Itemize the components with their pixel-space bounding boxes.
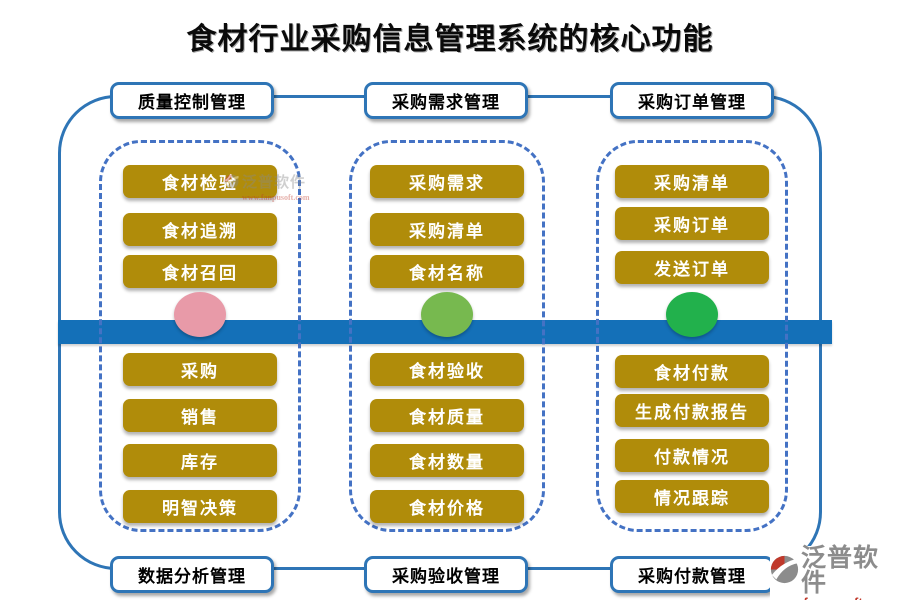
button-food-inspection: 食材检验 xyxy=(123,165,277,198)
page-title: 食材行业采购信息管理系统的核心功能 xyxy=(186,23,714,56)
connector-ellipse-purchase-demand xyxy=(421,292,473,337)
footer-url-text: www.fanpusoft.com xyxy=(770,596,900,600)
section-label-purchase-acceptance-management: 采购验收管理 xyxy=(364,556,528,593)
section-label-purchase-payment-management: 采购付款管理 xyxy=(610,556,774,593)
button-purchase-list: 采购清单 xyxy=(370,213,524,246)
button-food-payment: 食材付款 xyxy=(615,355,769,388)
button-sales: 销售 xyxy=(123,399,277,432)
column-box-purchase-demand: 采购需求 采购清单 食材名称 食材验收 食材质量 食材数量 食材价格 xyxy=(349,140,545,532)
footer-brand-text: 泛普软件 xyxy=(801,544,880,597)
section-label-purchase-demand-management: 采购需求管理 xyxy=(364,82,528,119)
button-food-quality: 食材质量 xyxy=(370,399,524,432)
button-inventory: 库存 xyxy=(123,444,277,477)
fanpu-watermark-logo-icon xyxy=(224,174,239,193)
connector-ellipse-quality-control xyxy=(174,292,226,337)
section-label-data-analysis-management: 数据分析管理 xyxy=(110,556,274,593)
watermark-url-text: www.fanpusoft.com xyxy=(242,193,310,202)
column-box-purchase-order: 采购清单 采购订单 发送订单 食材付款 生成付款报告 付款情况 情况跟踪 xyxy=(596,140,788,532)
button-purchase-order: 采购订单 xyxy=(615,207,769,240)
connector-ellipse-purchase-order xyxy=(666,292,718,337)
button-purchase-demand: 采购需求 xyxy=(370,165,524,198)
button-food-traceability: 食材追溯 xyxy=(123,213,277,246)
button-payment-status: 付款情况 xyxy=(615,439,769,472)
button-food-quantity: 食材数量 xyxy=(370,444,524,477)
button-smart-decision: 明智决策 xyxy=(123,490,277,523)
button-procurement: 采购 xyxy=(123,353,277,386)
button-food-recall: 食材召回 xyxy=(123,255,277,288)
button-food-price: 食材价格 xyxy=(370,490,524,523)
button-generate-payment-report: 生成付款报告 xyxy=(615,394,769,427)
button-food-acceptance: 食材验收 xyxy=(370,353,524,386)
watermark-brand-text: 泛普软件 xyxy=(242,175,307,191)
button-food-name: 食材名称 xyxy=(370,255,524,288)
watermark: 泛普软件 www.fanpusoft.com xyxy=(224,174,310,202)
button-purchase-list-2: 采购清单 xyxy=(615,165,769,198)
section-label-quality-control-management: 质量控制管理 xyxy=(110,82,274,119)
footer-logo: 泛普软件 www.fanpusoft.com xyxy=(770,546,900,600)
column-box-quality-control: 食材检验 食材追溯 食材召回 采购 销售 库存 明智决策 xyxy=(99,140,301,532)
button-status-tracking: 情况跟踪 xyxy=(615,480,769,513)
button-send-order: 发送订单 xyxy=(615,251,769,284)
section-label-purchase-order-management: 采购订单管理 xyxy=(610,82,774,119)
fanpu-logo-icon xyxy=(770,555,799,588)
